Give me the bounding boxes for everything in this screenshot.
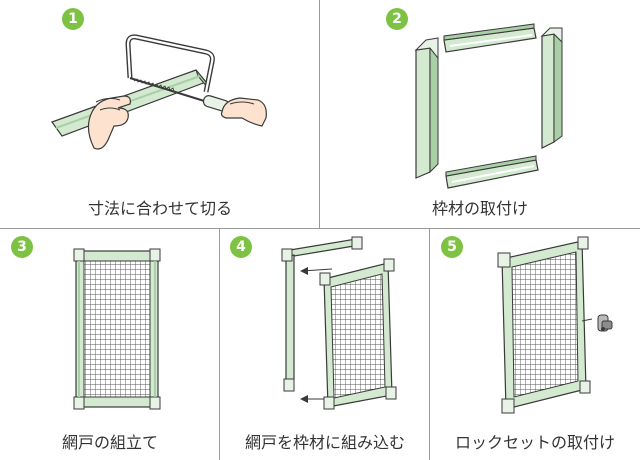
- step-caption: 網戸を枠材に組み込む: [244, 433, 405, 452]
- step-number-badge: 4: [230, 236, 252, 258]
- lock-set-install-icon: [497, 236, 613, 414]
- hacksaw-cutting-frame-icon: [51, 34, 267, 150]
- divider-vertical-bottom-right: [429, 229, 430, 460]
- step-5-panel: 5 ロックセットの取付け: [430, 229, 640, 460]
- screen-into-frame-icon: [281, 236, 397, 410]
- step-4-panel: 4 網戸を枠材に組み込む: [220, 229, 429, 460]
- step-caption: 枠材の取付け: [431, 199, 528, 218]
- step-1-panel: 1 寸法に合わせて切る: [0, 0, 319, 228]
- step-number-badge: 3: [11, 236, 33, 258]
- step-3-panel: 3 網戸の組立て: [0, 229, 219, 460]
- step-caption: 寸法に合わせて切る: [87, 199, 232, 218]
- mesh-screen-panel-icon: [73, 248, 161, 410]
- step-caption: 網戸の組立て: [61, 433, 158, 452]
- divider-vertical-bottom-left: [219, 229, 220, 460]
- step-caption: ロックセットの取付け: [454, 433, 615, 452]
- divider-vertical-top: [319, 0, 320, 228]
- step-number-badge: 5: [441, 236, 463, 258]
- divider-horizontal: [0, 228, 640, 229]
- step-number-badge: 1: [62, 8, 84, 30]
- step-number-badge: 2: [386, 8, 408, 30]
- step-2-panel: 2 枠材の取付け: [320, 0, 640, 228]
- frame-parts-assembly-icon: [414, 23, 563, 189]
